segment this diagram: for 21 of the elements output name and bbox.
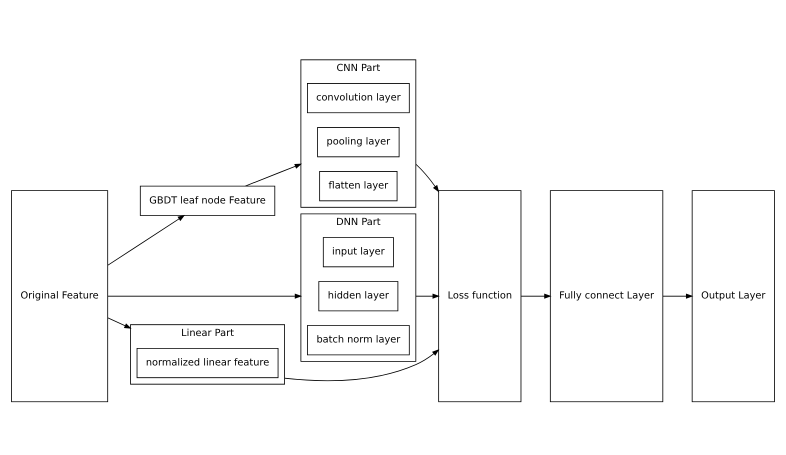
node-box: convolution layer [307,83,410,114]
arrow [662,294,694,299]
node-box: Loss function [438,190,522,402]
node-box: flatten layer [319,171,398,202]
arrow [107,294,302,299]
arrow [244,164,302,187]
arrow [108,214,186,266]
arrow [108,317,132,329]
node-box: batch norm layer [307,325,410,356]
node-box: Output Layer [692,190,775,402]
arrow [284,349,440,382]
node-box: pooling layer [317,127,400,158]
node-box: Original Feature [11,190,108,402]
arrow [520,294,552,299]
node-box: normalized linear feature [136,348,278,378]
arrow [415,294,440,299]
node-box: input layer [322,237,394,268]
node-box: hidden layer [318,281,398,312]
arrow [415,164,440,192]
node-box: GBDT leaf node Feature [140,186,276,216]
node-box: Fully connect Layer [550,190,664,402]
